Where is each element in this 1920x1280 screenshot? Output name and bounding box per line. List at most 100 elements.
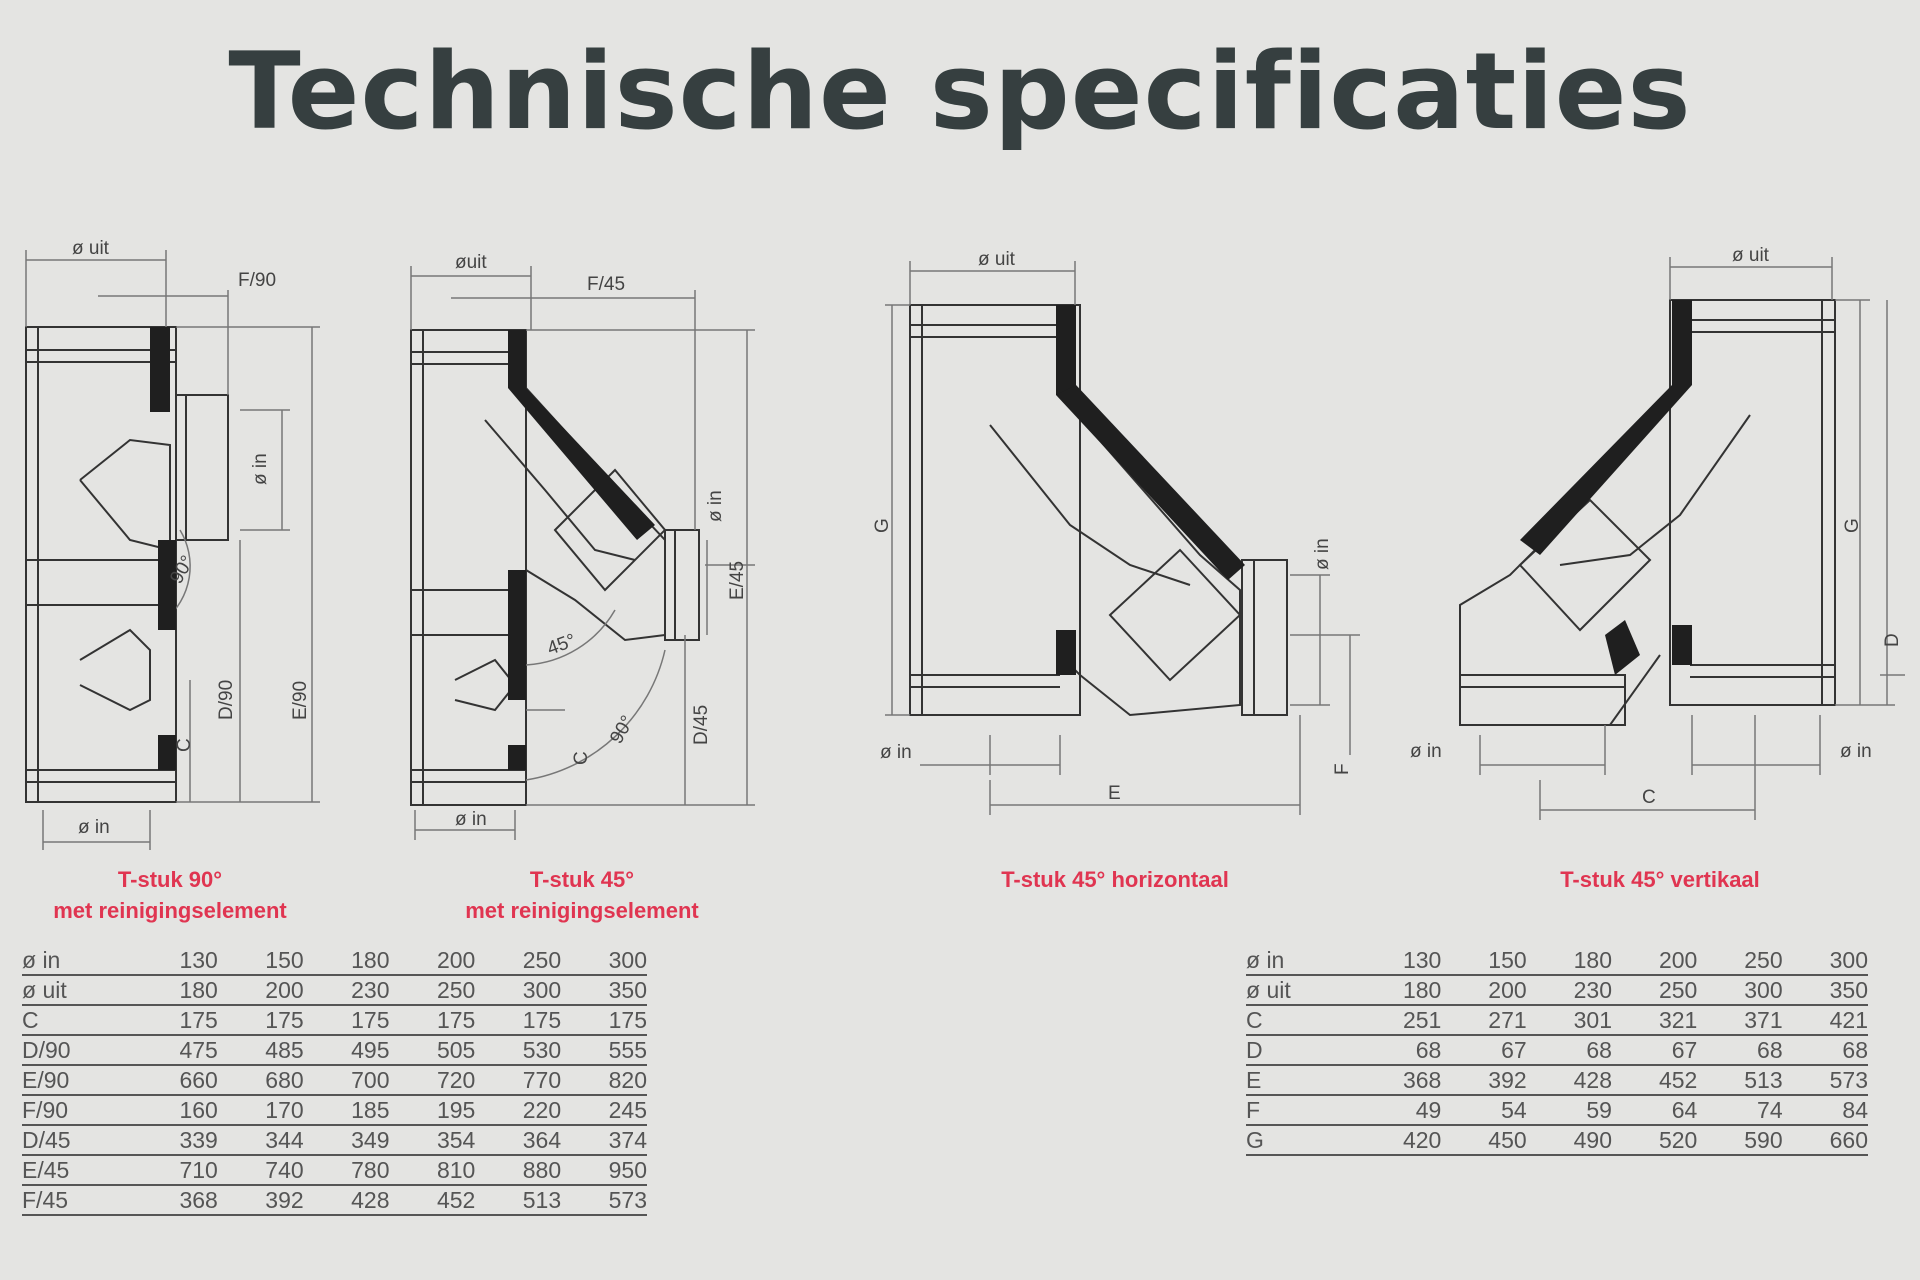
table-cell: 660	[132, 1065, 218, 1096]
table-cell: 195	[389, 1095, 476, 1126]
table-cell: 428	[1526, 1065, 1612, 1096]
table-header-cell: 180	[303, 946, 390, 976]
drawing-tee-45-svg: øuit F/45 ø in E/45 45° 90° C D/45 ø in	[410, 252, 755, 840]
table-cell: 505	[389, 1035, 476, 1066]
table-cell: 200	[217, 975, 304, 1006]
table-cell: 250	[389, 975, 476, 1006]
table-cell: 371	[1697, 1005, 1783, 1036]
table-cell: 680	[217, 1065, 304, 1096]
table-cell: 160	[132, 1095, 218, 1126]
caption-tee-90: T-stuk 90° met reinigingselement	[20, 864, 320, 926]
table-header-cell: 300	[561, 946, 647, 976]
label-oe-in-right: ø in	[1840, 741, 1872, 762]
table-header-cell: 180	[1526, 946, 1612, 976]
table-cell: 495	[303, 1035, 390, 1066]
label-d: D	[1882, 633, 1903, 647]
table-cell: 68	[1782, 1035, 1868, 1066]
label-f: F	[1332, 763, 1353, 775]
label-oe-in-bottom: ø in	[78, 817, 110, 838]
table-cell: 339	[132, 1125, 218, 1156]
table-cell: 49	[1356, 1095, 1442, 1126]
table-cell: 880	[475, 1155, 562, 1186]
caption-tee-45-horizontal-line-1: T-stuk 45° horizontaal	[1001, 867, 1229, 892]
table-cell: 720	[389, 1065, 476, 1096]
table-cell: 350	[1782, 975, 1868, 1006]
table-cell: 710	[132, 1155, 218, 1186]
table-row-label: D	[1246, 1035, 1356, 1066]
label-angle-45: 45°	[545, 630, 579, 660]
label-c: C	[1642, 787, 1656, 808]
table-cell: 374	[561, 1125, 647, 1156]
table-cell: 344	[217, 1125, 304, 1156]
table-cell: 740	[217, 1155, 304, 1186]
table-cell: 392	[1441, 1065, 1527, 1096]
table-cell: 170	[217, 1095, 304, 1126]
table-cell: 368	[132, 1185, 218, 1216]
table-cell: 175	[217, 1005, 304, 1036]
table-row-label: ø uit	[1246, 975, 1356, 1006]
table-header-cell: 130	[132, 946, 218, 976]
table-cell: 271	[1441, 1005, 1527, 1036]
caption-tee-90-line-1: T-stuk 90°	[117, 867, 223, 892]
table-cell: 250	[1611, 975, 1698, 1006]
table-row-label: F	[1246, 1095, 1356, 1126]
label-oe-uit: ø uit	[72, 238, 110, 259]
table-cell: 175	[561, 1005, 647, 1036]
table-cell: 74	[1697, 1095, 1783, 1126]
label-angle-90: 90°	[606, 712, 639, 747]
label-e90: E/90	[290, 681, 311, 720]
table-row-label: C	[22, 1005, 132, 1036]
label-oeuit: øuit	[455, 252, 487, 273]
label-d90: D/90	[216, 680, 237, 720]
label-oe-in-side: ø in	[1312, 538, 1333, 570]
drawing-tee-45: øuit F/45 ø in E/45 45° 90° C D/45 ø in	[395, 240, 775, 860]
label-e45: E/45	[727, 561, 748, 600]
table-cell: 68	[1526, 1035, 1612, 1066]
table-row-label: E	[1246, 1065, 1356, 1096]
caption-tee-45-horizontal: T-stuk 45° horizontaal	[915, 864, 1315, 895]
drawing-tee-45-vertical-svg: ø uit G D ø in ø in C	[1410, 245, 1905, 820]
table-row-label: G	[1246, 1125, 1356, 1156]
table-header-cell: 130	[1356, 946, 1442, 976]
table-cell: 392	[217, 1185, 304, 1216]
label-g: G	[872, 518, 893, 533]
table-cell: 490	[1526, 1125, 1612, 1156]
table-cell: 770	[475, 1065, 562, 1096]
table-cell: 64	[1611, 1095, 1698, 1126]
table-header-cell: 300	[1782, 946, 1868, 976]
label-e: E	[1108, 783, 1121, 804]
table-header-cell: 200	[389, 946, 476, 976]
table-cell: 200	[1441, 975, 1527, 1006]
table-cell: 67	[1611, 1035, 1698, 1066]
label-oe-uit: ø uit	[1732, 245, 1770, 266]
table-header-cell: 200	[1611, 946, 1698, 976]
table-cell: 573	[1782, 1065, 1868, 1096]
label-oe-uit: ø uit	[978, 249, 1016, 270]
table-cell: 452	[389, 1185, 476, 1216]
table-cell: 450	[1441, 1125, 1527, 1156]
table-cell: 368	[1356, 1065, 1442, 1096]
table-row-label: E/45	[22, 1155, 132, 1186]
label-g: G	[1842, 518, 1863, 533]
table-cell: 175	[303, 1005, 390, 1036]
table-cell: 54	[1441, 1095, 1527, 1126]
label-d45: D/45	[691, 705, 712, 745]
caption-tee-45: T-stuk 45° met reinigingselement	[432, 864, 732, 926]
table-cell: 421	[1782, 1005, 1868, 1036]
label-c: C	[571, 751, 592, 765]
label-oe-in-left: ø in	[1410, 741, 1442, 762]
table-cell: 530	[475, 1035, 562, 1066]
table-cell: 321	[1611, 1005, 1698, 1036]
table-header-cell: 250	[1697, 946, 1783, 976]
